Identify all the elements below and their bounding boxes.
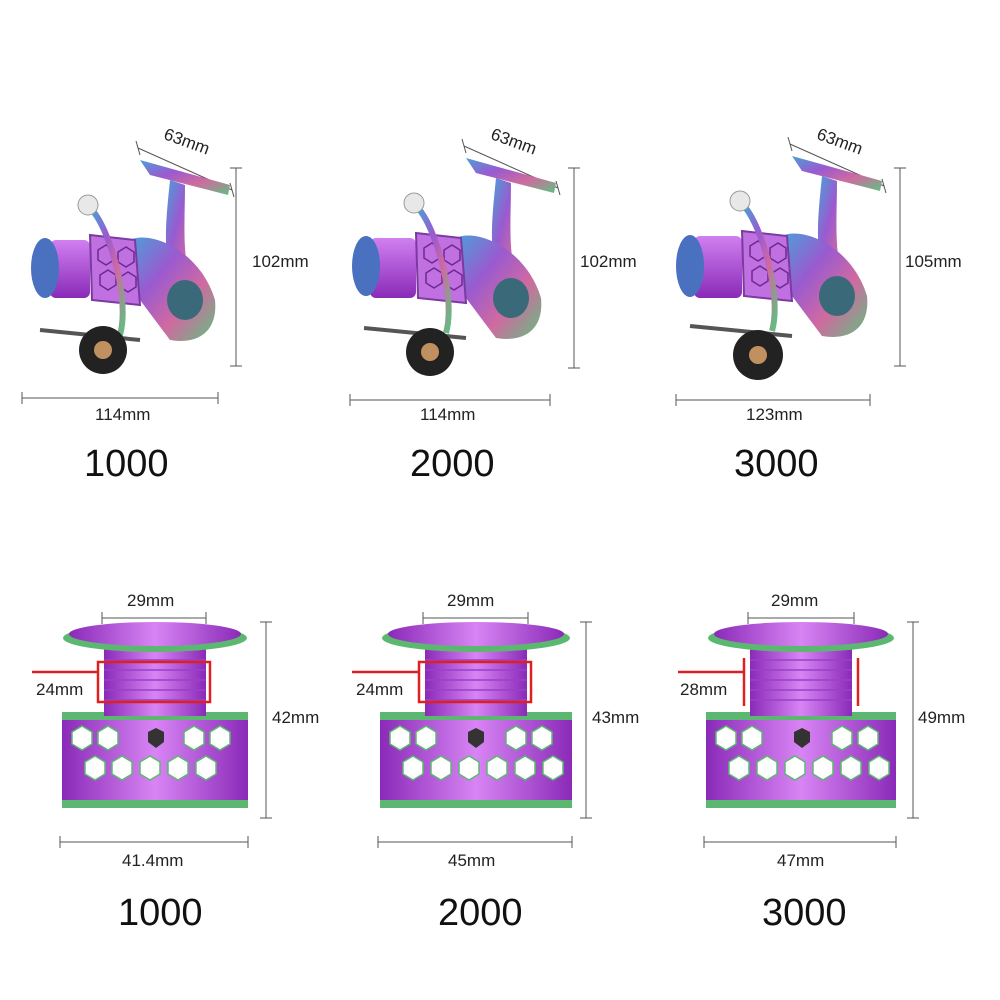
spool-panel-1000: 29mm 24mm 42mm 41.4mm 1000 — [0, 500, 330, 1000]
base-diameter-label: 47mm — [777, 851, 825, 870]
reel-illustration — [349, 138, 580, 406]
spool-panel-2000: 29mm 24mm 43mm 45mm 2000 — [330, 500, 660, 1000]
top-diameter-label: 29mm — [127, 591, 175, 610]
length-label: 114mm — [420, 405, 476, 424]
height-label: 43mm — [592, 708, 640, 727]
top-diameter-label: 29mm — [771, 591, 819, 610]
height-label: 102mm — [252, 252, 309, 271]
reel-panel-1000: 63mm 102mm 114mm 1000 — [0, 0, 330, 500]
reel-panel-2000: 63mm 102mm 114mm 2000 — [330, 0, 660, 500]
spool-illustration — [32, 612, 272, 848]
reel-illustration — [675, 136, 906, 406]
model-label: 3000 — [762, 892, 847, 934]
base-diameter-label: 45mm — [448, 851, 496, 870]
height-label: 49mm — [918, 708, 966, 727]
length-label: 114mm — [95, 405, 151, 424]
height-label: 42mm — [272, 708, 320, 727]
line-depth-label: 24mm — [36, 680, 84, 699]
reel-body — [676, 156, 882, 380]
height-label: 102mm — [580, 252, 637, 271]
length-label: 123mm — [746, 405, 803, 424]
line-depth-label: 28mm — [680, 680, 728, 699]
model-label: 1000 — [84, 443, 169, 485]
height-label: 105mm — [905, 252, 962, 271]
base-diameter-label: 41.4mm — [122, 851, 184, 870]
model-label: 2000 — [410, 443, 495, 485]
spool-body — [678, 622, 896, 808]
model-label: 1000 — [118, 892, 203, 934]
spool-panel-3000: 29mm 28mm 49mm 47mm 3000 — [660, 500, 1000, 1000]
model-label: 3000 — [734, 443, 819, 485]
spool-illustration — [352, 612, 592, 848]
top-diameter-label: 29mm — [447, 591, 495, 610]
model-label: 2000 — [438, 892, 523, 934]
reel-body — [352, 158, 556, 376]
reel-body — [31, 160, 230, 374]
spool-illustration — [678, 612, 919, 848]
reel-panel-3000: 63mm 105mm 123mm 3000 — [660, 0, 1000, 500]
reel-illustration — [21, 140, 242, 404]
line-depth-label: 24mm — [356, 680, 404, 699]
spool-body — [352, 622, 572, 808]
spool-body — [32, 622, 248, 808]
